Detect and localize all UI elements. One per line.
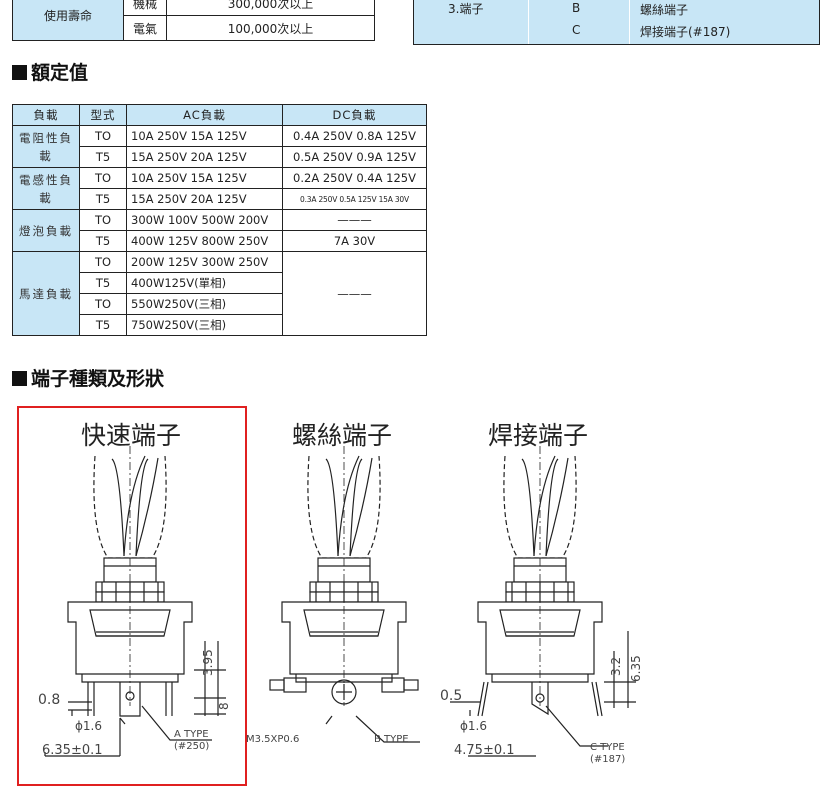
terminal-table: 3.端子 B 螺絲端子 C 焊接端子(#187) [413, 0, 820, 45]
square-bullet-icon [12, 65, 27, 80]
type-sub-c: (#187) [590, 754, 625, 765]
table-cell: T5 [79, 314, 127, 336]
table-cell: TO [79, 293, 127, 315]
life-type-elec: 電氣 [123, 15, 167, 41]
diagram-title-quick: 快速端子 [81, 421, 182, 450]
table-cell: TO [79, 125, 127, 147]
dim-c-v1: 3.2 [609, 657, 623, 676]
dim-c-d2: ϕ1.6 [460, 719, 487, 733]
rating-table: 負載 型式 AC負載 DC負載 電阻性負載 TO 10A 250V 15A 12… [12, 104, 427, 336]
terminal-section-title: 端子種類及形狀 [12, 364, 164, 391]
terminal-code-b: B [572, 1, 581, 15]
dim-a-v1: 3.95 [201, 649, 215, 676]
life-label: 使用壽命 [12, 0, 124, 41]
type-label-b: B TYPE [374, 734, 409, 745]
type-sub-a: (#250) [174, 741, 209, 752]
load-resistive: 電阻性負載 [12, 125, 80, 168]
table-cell: 10A 250V 15A 125V [126, 125, 283, 147]
header-ac: AC負載 [126, 104, 283, 126]
type-label-a: A TYPE [174, 729, 209, 740]
diagram-title-solder: 焊接端子 [488, 421, 589, 450]
load-inductive: 電感性負載 [12, 167, 80, 210]
load-lamp: 燈泡負載 [12, 209, 80, 252]
dim-c-v2: 6.35 [629, 655, 643, 682]
dim-a-d1: 0.8 [38, 692, 60, 708]
table-cell: 10A 250V 15A 125V [126, 167, 283, 189]
table-cell: T5 [79, 272, 127, 294]
life-value-elec: 100,000次以上 [166, 15, 375, 41]
terminal-code-c: C [572, 23, 581, 37]
table-cell: 15A 250V 20A 125V [126, 146, 283, 168]
dim-a-v2: 8 [217, 702, 231, 710]
dim-b-screw: M3.5XP0.6 [246, 734, 299, 745]
type-label-c: C TYPE [590, 742, 625, 753]
dim-a-d2: ϕ1.6 [75, 719, 102, 733]
load-motor: 馬達負載 [12, 251, 80, 336]
table-cell: 300W 100V 500W 200V [126, 209, 283, 231]
table-cell: 400W 125V 800W 250V [126, 230, 283, 252]
table-cell: T5 [79, 230, 127, 252]
terminal-desc-c: 焊接端子(#187) [640, 25, 731, 39]
table-cell: 750W250V(三相) [126, 314, 283, 336]
dim-c-d3: 4.75±0.1 [454, 743, 515, 758]
header-dc: DC負載 [282, 104, 427, 126]
rating-section-title: 額定值 [12, 58, 88, 85]
table-cell: ——— [282, 251, 427, 336]
table-cell: 0.4A 250V 0.8A 125V [282, 125, 427, 147]
terminal-label: 3.端子 [448, 2, 484, 16]
square-bullet-icon [12, 371, 27, 386]
terminal-desc-b: 螺絲端子 [640, 3, 689, 17]
diagram-title-screw: 螺絲端子 [292, 421, 393, 450]
table-cell: TO [79, 167, 127, 189]
highlight-frame [17, 406, 247, 786]
dim-c-d1: 0.5 [440, 688, 462, 704]
dim-a-d3: 6.35±0.1 [42, 743, 103, 758]
header-type: 型式 [79, 104, 127, 126]
header-load: 負載 [12, 104, 80, 126]
life-table: 使用壽命 機械 300,000次以上 電氣 100,000次以上 [12, 0, 375, 41]
